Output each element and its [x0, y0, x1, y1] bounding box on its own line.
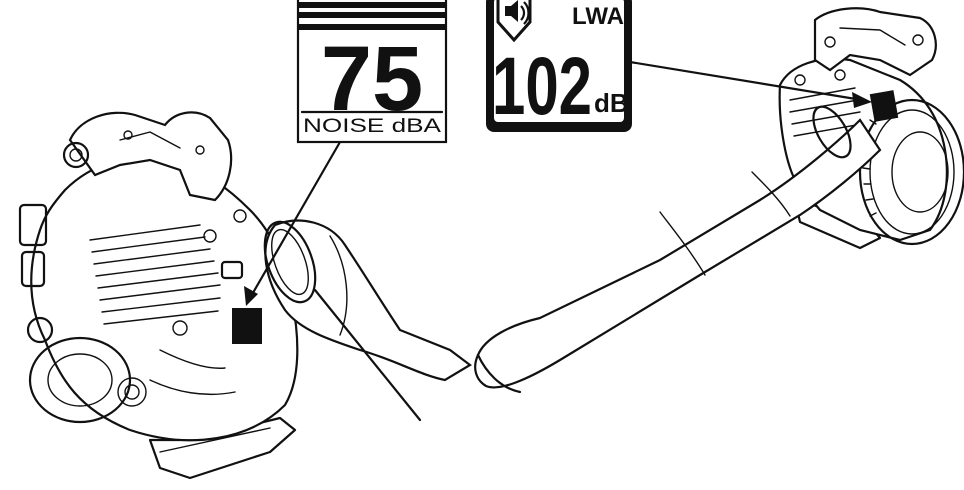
sound-power-value: 102: [492, 41, 592, 132]
noise-value: 75: [321, 28, 423, 130]
right-blower-tube: [474, 105, 882, 394]
left-blower-tube: [263, 219, 472, 422]
leader-lines: [244, 60, 872, 306]
left-blower-engine: [18, 111, 299, 480]
speaker-icon: [496, 0, 532, 43]
noise-caption: NOISE dBA: [303, 116, 441, 137]
right-sticker-marker: [869, 90, 899, 122]
sound-power-label: LWA 102 dB: [486, 0, 632, 132]
noise-label: 75 NOISE dBA: [296, 0, 448, 144]
right-blower-unit: [778, 7, 964, 250]
sound-power-unit: dB: [594, 88, 629, 118]
sound-power-symbol: LWA: [572, 3, 624, 30]
left-sticker-marker: [232, 308, 262, 344]
